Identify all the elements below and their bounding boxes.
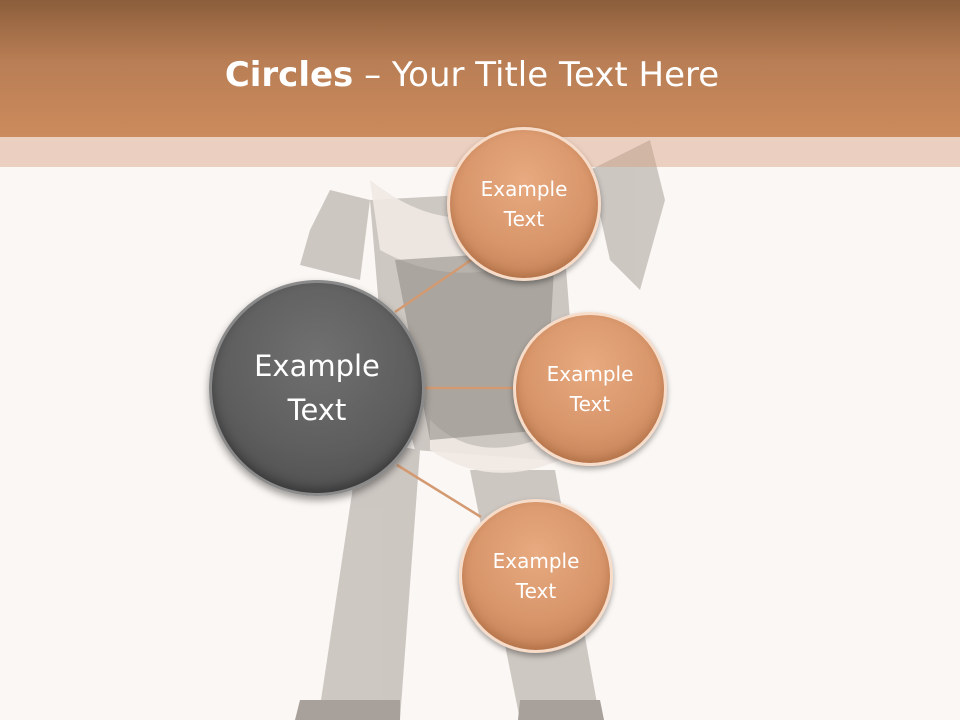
- slide-title-bold: Circles: [224, 55, 354, 95]
- satellite-circle-label: Example Text: [492, 549, 580, 603]
- satellite-circle-1[interactable]: Example Text: [447, 127, 601, 281]
- main-circle-label: Example Text: [254, 349, 380, 427]
- slide-title[interactable]: Circles – Your Title Text Here: [0, 52, 944, 98]
- slide-title-rest: – Your Title Text Here: [353, 55, 720, 95]
- satellite-circle-2[interactable]: Example Text: [513, 312, 667, 466]
- main-circle[interactable]: Example Text: [209, 280, 425, 496]
- connector-1: [394, 256, 475, 314]
- title-bar: [0, 0, 960, 137]
- satellite-circle-3[interactable]: Example Text: [459, 499, 613, 653]
- satellite-circle-label: Example Text: [480, 177, 568, 231]
- satellite-circle-label: Example Text: [546, 362, 634, 416]
- connector-3: [396, 463, 482, 519]
